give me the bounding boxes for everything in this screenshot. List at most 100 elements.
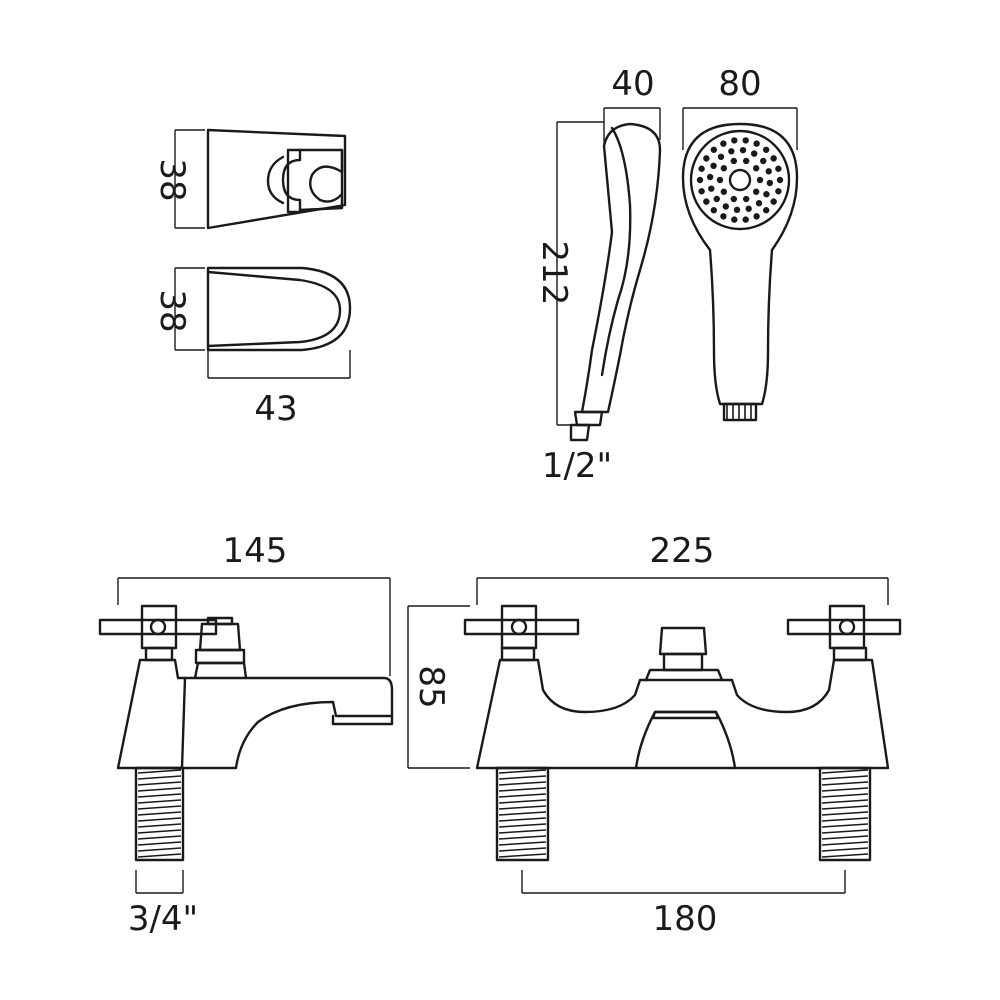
nozzle [698, 165, 705, 172]
nozzle [731, 137, 738, 144]
nozzle [728, 148, 735, 155]
nozzle [717, 153, 725, 160]
tail-thread-dimension [135, 870, 184, 894]
mixer-front-view [463, 604, 902, 862]
thread-line [498, 823, 547, 828]
thread-line [821, 817, 869, 822]
thread-line [137, 823, 182, 828]
nozzle [742, 195, 750, 203]
thread-line [498, 805, 547, 810]
nozzle [720, 165, 728, 172]
holder-front-height-label: 38 [152, 158, 192, 201]
thread-line [498, 799, 547, 804]
thread-line [137, 829, 182, 834]
handset-length-dimension [556, 121, 604, 426]
thread-line [821, 841, 869, 846]
nozzle [770, 155, 777, 162]
handset-thread-label: 1/2" [542, 446, 612, 486]
tap-centres-label: 180 [653, 899, 718, 939]
nozzle [752, 188, 760, 195]
nozzle [742, 157, 750, 165]
holder-front-height-dimension [174, 129, 205, 229]
thread-line [821, 793, 869, 798]
nozzle [750, 150, 758, 157]
nozzle [762, 146, 770, 153]
thread-line [137, 787, 182, 792]
nozzle [731, 216, 738, 223]
tail-thread-side [137, 769, 182, 858]
nozzle [753, 140, 760, 147]
thread-line [498, 781, 547, 786]
thread-line [821, 781, 869, 786]
nozzle [710, 162, 717, 170]
nozzle [710, 207, 718, 214]
thread-line [137, 799, 182, 804]
holder-side-height-label: 38 [152, 289, 192, 332]
thread-line [821, 805, 869, 810]
nozzle [716, 176, 724, 184]
nozzle [706, 173, 714, 181]
thread-line [498, 811, 547, 816]
thread-line [498, 769, 547, 774]
holder-side-view [206, 266, 352, 352]
nozzle [742, 216, 749, 223]
mixer-height-dimension [407, 605, 470, 769]
thread-line [137, 805, 182, 810]
handset-face-diameter-dimension [682, 107, 798, 150]
nozzle [708, 185, 715, 192]
nozzle [760, 157, 767, 165]
nozzle [730, 195, 738, 203]
thread-line [137, 853, 182, 858]
nozzle [722, 203, 730, 210]
handset-side-view [569, 122, 662, 442]
thread-line [821, 853, 869, 858]
holder-depth-label: 43 [254, 389, 297, 429]
thread-line [498, 835, 547, 840]
thread-line [137, 847, 182, 852]
thread-line [498, 775, 547, 780]
nozzle [756, 176, 764, 184]
thread-line [498, 793, 547, 798]
thread-line [498, 847, 547, 852]
mixer-height-label: 85 [411, 665, 451, 708]
nozzle [775, 188, 782, 195]
nozzle [720, 140, 727, 147]
nozzle [698, 188, 705, 195]
mixer-front-width-label: 225 [650, 531, 715, 571]
handset-face-view [681, 122, 799, 422]
nozzle [745, 205, 752, 212]
nozzle [710, 146, 718, 153]
nozzle [765, 168, 772, 175]
nozzle [753, 213, 760, 220]
nozzle [713, 195, 720, 203]
holder-depth-dimension [207, 350, 351, 379]
thread-line [498, 853, 547, 858]
thread-line [498, 841, 547, 846]
thread-line [137, 817, 182, 822]
tail-thread-front [498, 769, 869, 858]
tail-thread-label: 3/4" [128, 899, 198, 939]
thread-line [821, 847, 869, 852]
thread-line [821, 829, 869, 834]
nozzle [742, 137, 749, 144]
mixer-side-depth-dimension [117, 577, 391, 676]
thread-line [821, 769, 869, 774]
nozzle [762, 207, 770, 214]
nozzle [703, 198, 710, 205]
thread-line [821, 775, 869, 780]
nozzle [776, 176, 784, 184]
nozzle-pattern [696, 137, 784, 223]
thread-line [821, 787, 869, 792]
holder-front-view [206, 128, 347, 230]
thread-line [821, 799, 869, 804]
thread-line [137, 775, 182, 780]
nozzle [752, 165, 760, 172]
thread-line [137, 811, 182, 816]
nozzle [770, 198, 777, 205]
nozzle [720, 188, 728, 195]
thread-line [821, 835, 869, 840]
handset-length-label: 212 [534, 241, 574, 306]
holder-side-height-dimension [174, 267, 205, 351]
handset-side-depth-label: 40 [611, 64, 654, 104]
